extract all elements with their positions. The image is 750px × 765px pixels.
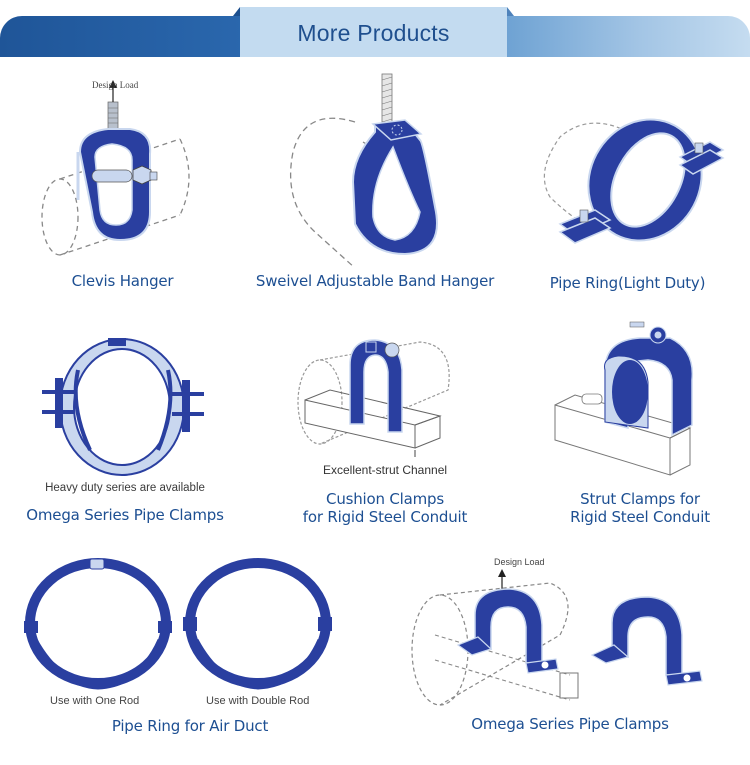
clevis-hanger-illustration — [41, 80, 190, 256]
product-card-cushion-clamps[interactable]: Excellent-strut Channel Cushion Clamps f… — [270, 320, 500, 535]
product-card-pipe-ring-light-duty[interactable]: Pipe Ring(Light Duty) — [505, 62, 750, 302]
strut-clamp-illustration — [554, 321, 694, 476]
section-header: More Products — [0, 0, 750, 60]
heavy-duty-ring-illustration — [42, 338, 204, 476]
product-card-omega-heavy-duty[interactable]: Heavy duty series are available Omega Se… — [0, 310, 250, 540]
product-name[interactable]: Omega Series Pipe Clamps — [471, 715, 669, 733]
omega-clamp-illustration — [411, 569, 703, 706]
product-name-line2[interactable]: Rigid Steel Conduit — [570, 508, 710, 526]
product-name[interactable]: Clevis Hanger — [71, 272, 174, 290]
product-card-clevis-hanger[interactable]: Design Load Clevis Hanger — [0, 62, 245, 302]
product-card-omega-pipe-clamps[interactable]: Design Load Omega Series Pipe Clamps — [390, 545, 750, 765]
design-load-annotation: Design Load — [494, 557, 545, 567]
product-name[interactable]: Pipe Ring(Light Duty) — [549, 274, 706, 292]
header-tab: More Products — [233, 7, 514, 57]
product-name[interactable]: Sweivel Adjustable Band Hanger — [255, 272, 495, 290]
product-name-line2[interactable]: for Rigid Steel Conduit — [302, 508, 468, 526]
band-hanger-illustration — [290, 73, 438, 267]
product-name-line1[interactable]: Cushion Clamps — [326, 490, 444, 508]
heavy-duty-note: Heavy duty series are available — [45, 482, 205, 494]
channel-note: Excellent-strut Channel — [322, 463, 448, 477]
product-name[interactable]: Pipe Ring for Air Duct — [111, 717, 269, 735]
cushion-clamp-illustration — [297, 339, 450, 457]
air-duct-ring-illustration — [24, 558, 332, 690]
product-card-air-duct-ring[interactable]: Use with One Rod Use with Double Rod Pip… — [0, 545, 380, 765]
header-bar-left — [0, 16, 242, 57]
one-rod-note: Use with One Rod — [50, 695, 140, 707]
double-rod-note: Use with Double Rod — [206, 695, 310, 707]
product-name[interactable]: Omega Series Pipe Clamps — [26, 506, 224, 524]
section-title: More Products — [297, 19, 450, 46]
product-name-line1[interactable]: Strut Clamps for — [580, 490, 700, 508]
header-bar-right — [506, 16, 750, 57]
design-load-annotation: Design Load — [92, 80, 139, 90]
product-card-strut-clamps[interactable]: Strut Clamps for Rigid Steel Conduit — [530, 310, 750, 535]
pipe-ring-illustration — [543, 118, 725, 244]
product-card-sweivel-band-hanger[interactable]: Sweivel Adjustable Band Hanger — [245, 62, 505, 302]
